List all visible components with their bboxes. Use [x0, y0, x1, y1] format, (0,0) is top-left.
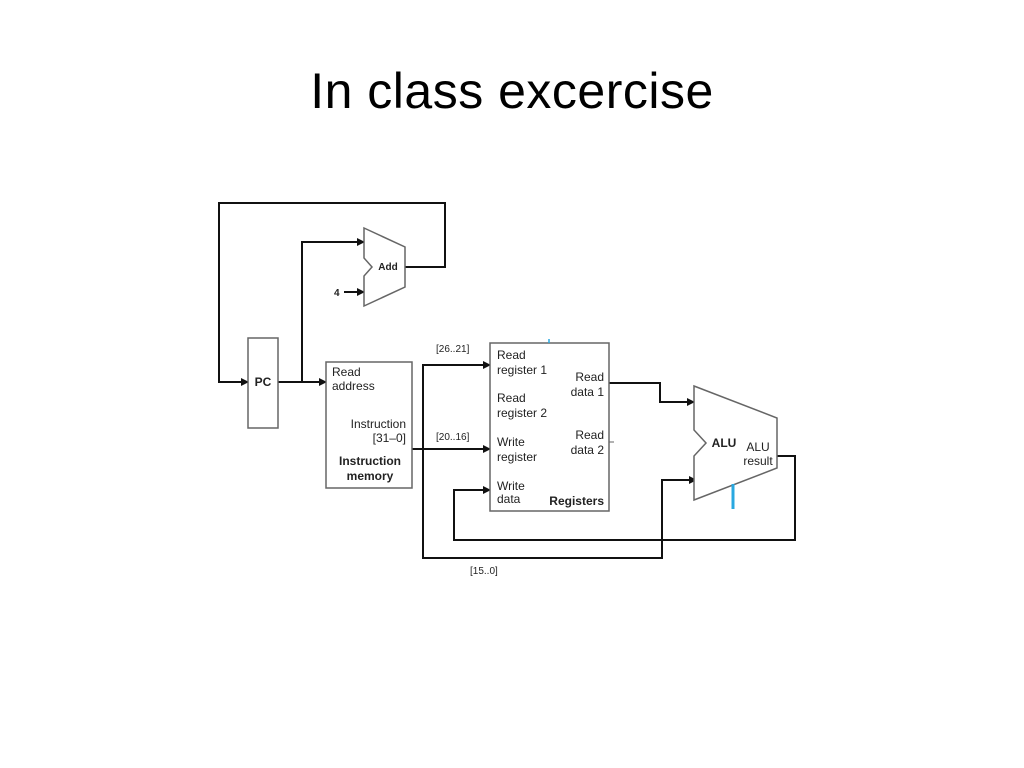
rf-name: Registers [549, 494, 604, 508]
field-rt-label: [20..16] [436, 432, 470, 443]
wire-instr-imm [422, 449, 697, 559]
alu-result-2: result [743, 454, 773, 468]
adder [363, 226, 406, 308]
wire-pc-to-add [301, 238, 365, 382]
rf-read-data-1b: data 1 [571, 385, 605, 399]
imem-read-address-1: Read [332, 365, 361, 379]
rf-read-register-1b: register 1 [497, 363, 547, 377]
imem-instruction-2: [31–0] [373, 431, 406, 445]
wire-add-to-pc [218, 202, 446, 386]
imem-read-address-2: address [332, 379, 375, 393]
rf-read-register-2a: Read [497, 391, 526, 405]
rf-read-data-1a: Read [575, 370, 604, 384]
adder-label: Add [378, 262, 397, 273]
pc-register [247, 337, 279, 429]
alu-label: ALU [712, 436, 737, 450]
field-imm-label: [15..0] [470, 566, 498, 577]
wire-aluresult-to-writedata [453, 455, 796, 541]
slide-title: In class excercise [310, 63, 714, 119]
imem-name-2: memory [347, 469, 394, 483]
imem-instruction-1: Instruction [351, 417, 406, 431]
rf-read-data-2a: Read [575, 428, 604, 442]
instruction-memory [325, 361, 413, 489]
rf-write-register-b: register [497, 450, 537, 464]
rf-write-register-a: Write [497, 435, 525, 449]
wire-instr-rs [422, 361, 491, 449]
rf-read-data-2b: data 2 [571, 443, 605, 457]
alu [693, 384, 778, 502]
alu-result-1: ALU [746, 440, 769, 454]
adder-constant: 4 [334, 288, 340, 299]
pc-label: PC [255, 375, 272, 389]
rf-write-data-a: Write [497, 479, 525, 493]
wire-readdata1-to-alu [609, 382, 695, 406]
rf-read-register-2b: register 2 [497, 406, 547, 420]
imem-name-1: Instruction [339, 454, 401, 468]
rf-write-data-b: data [497, 492, 521, 506]
rf-read-register-1a: Read [497, 348, 526, 362]
field-rs-label: [26..21] [436, 344, 470, 355]
